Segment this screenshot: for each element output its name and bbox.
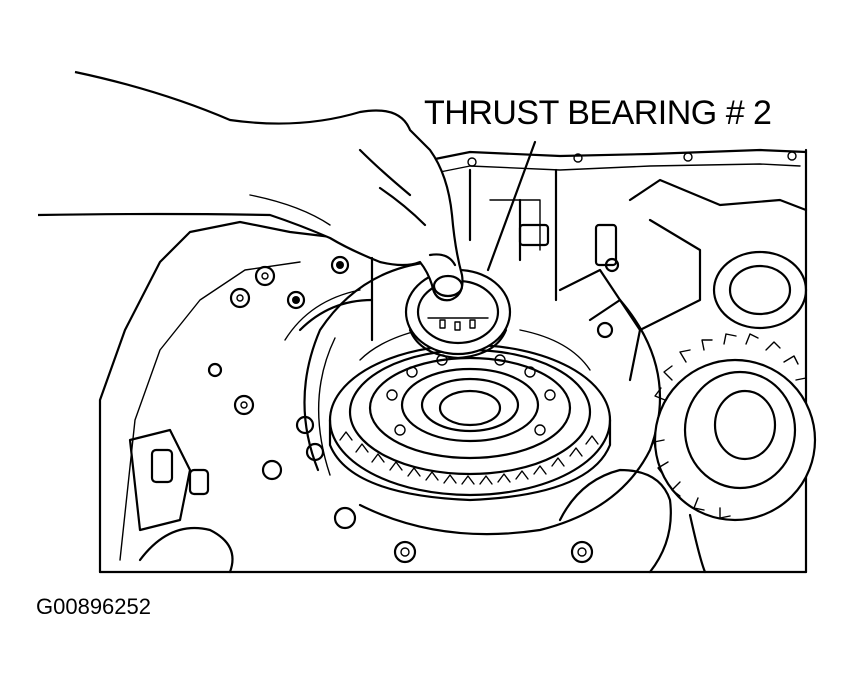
figure-id-label: G00896252	[36, 594, 151, 619]
thrust-bearing-callout-label: THRUST BEARING # 2	[424, 94, 772, 132]
thrust-bearing	[404, 268, 512, 360]
case-center-walls	[370, 168, 558, 342]
case-bore	[303, 260, 662, 536]
callout-leader-line	[486, 140, 537, 272]
hand	[37, 70, 464, 302]
case-left-details	[128, 255, 594, 574]
gear-assembly	[518, 178, 817, 574]
